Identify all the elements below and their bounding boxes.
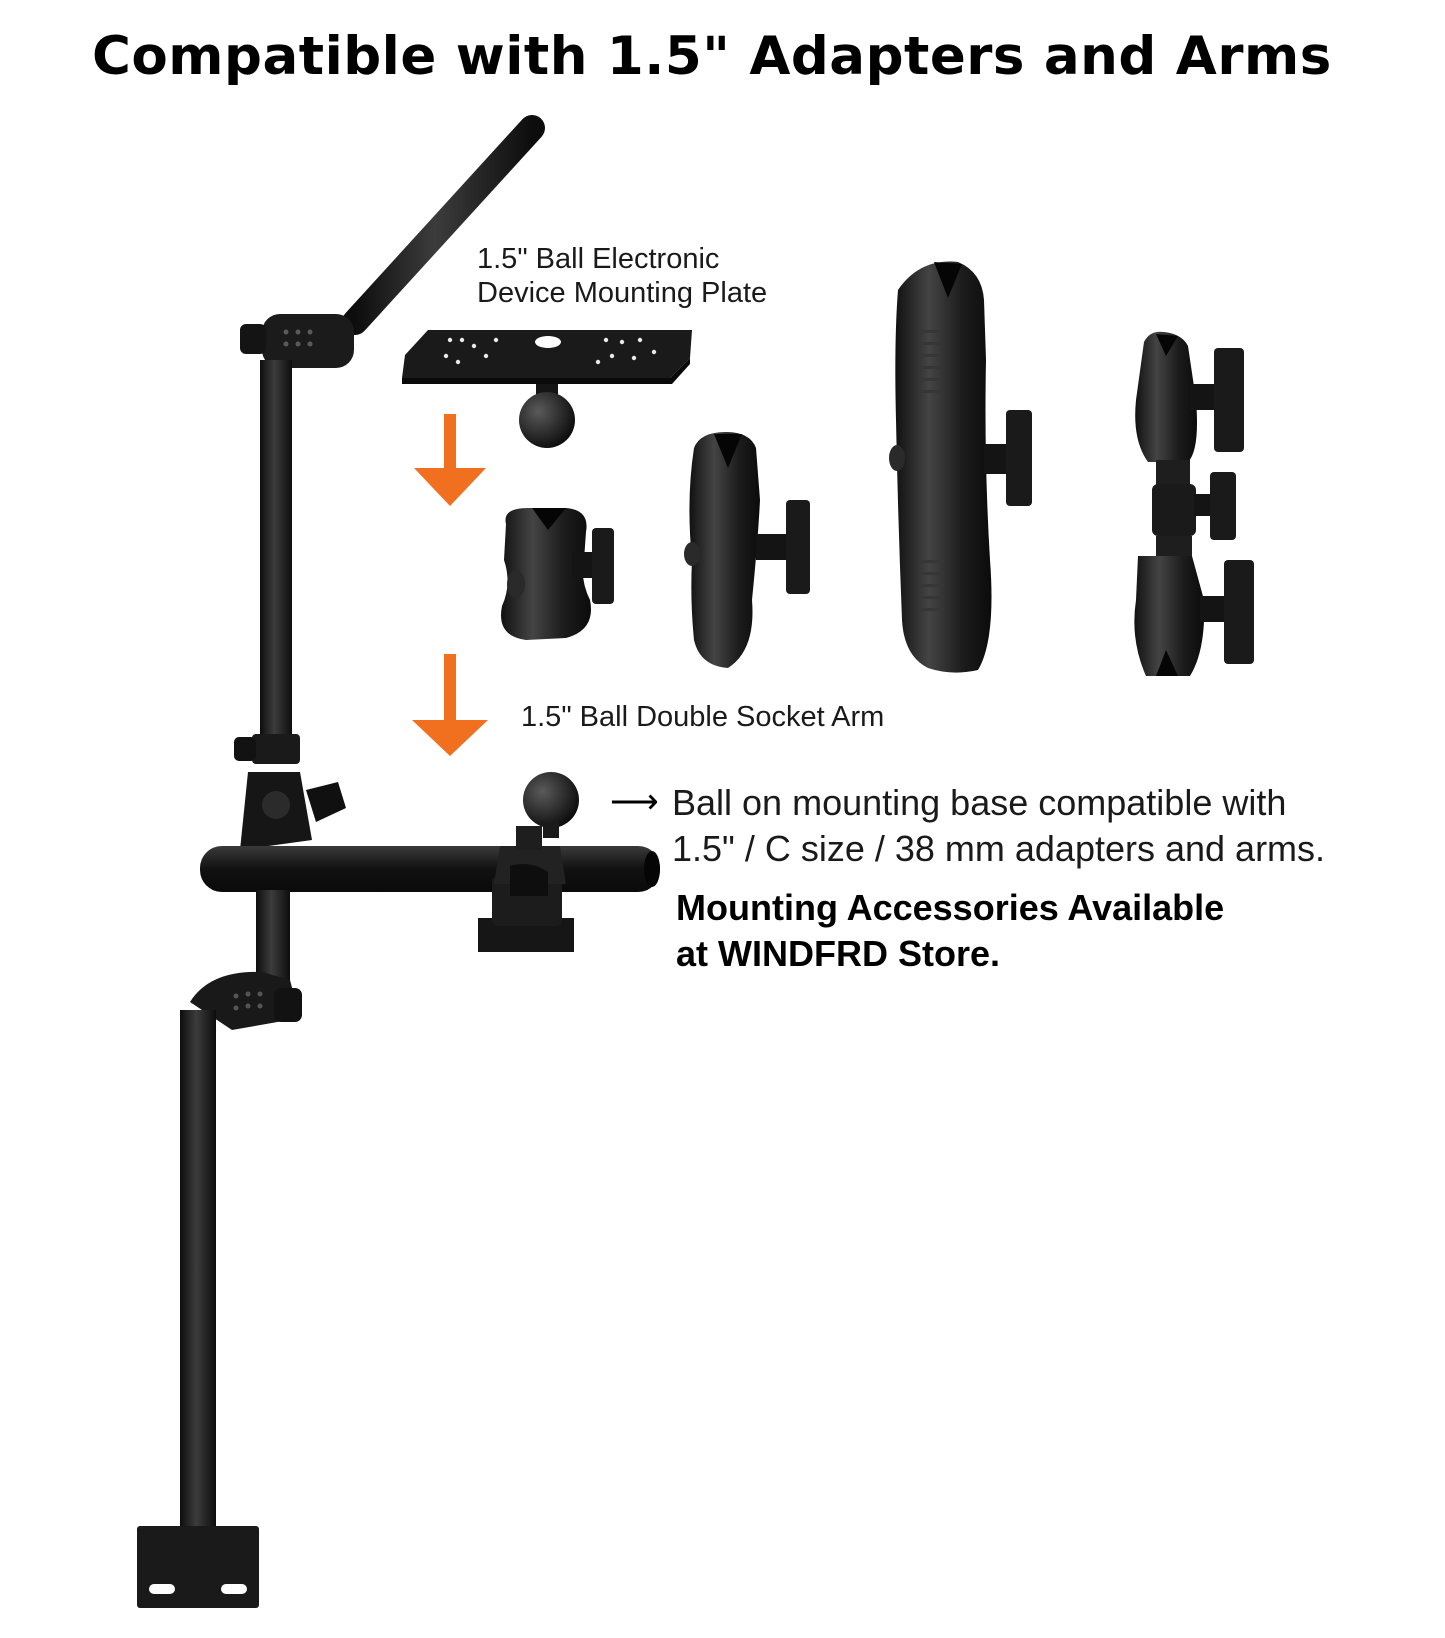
angled-top-rod xyxy=(342,115,545,335)
compatibility-note-line2: 1.5" / C size / 38 mm adapters and arms. xyxy=(672,828,1326,869)
short-socket-arm xyxy=(501,508,614,640)
mounting-plate xyxy=(402,330,692,448)
long-lower-pole xyxy=(180,1010,216,1542)
down-arrow-icon xyxy=(412,654,488,756)
page-title: Compatible with 1.5" Adapters and Arms xyxy=(92,26,1332,87)
right-arrow-icon: ⟶ xyxy=(610,783,659,821)
lower-swivel-joint xyxy=(190,971,300,1030)
compatibility-note-line1: Ball on mounting base compatible with xyxy=(672,782,1287,823)
top-knob xyxy=(240,324,266,354)
base-plate xyxy=(137,1526,259,1608)
middle-knob-right xyxy=(306,782,346,822)
middle-knob-left xyxy=(234,737,256,761)
mounting-plate-label: 1.5" Ball Electronic Device Mounting Pla… xyxy=(477,242,767,310)
compatibility-note: Ball on mounting base compatible with 1.… xyxy=(672,780,1325,872)
mounting-ball xyxy=(523,772,579,828)
store-note-line1: Mounting Accessories Available xyxy=(676,887,1225,928)
lower-short-pole xyxy=(256,890,290,988)
cross-bar xyxy=(200,846,660,892)
ball-mount-base xyxy=(478,772,579,952)
middle-collar xyxy=(252,734,300,764)
mount-stand xyxy=(137,115,660,1608)
double-swivel-arm xyxy=(1134,331,1254,676)
plate-ball xyxy=(519,392,575,448)
store-note-line2: at WINDFRD Store. xyxy=(676,933,1000,974)
medium-socket-arm xyxy=(684,432,810,668)
down-arrow-icon xyxy=(414,414,486,506)
store-note: Mounting Accessories Available at WINDFR… xyxy=(676,885,1224,977)
lower-knob xyxy=(274,988,302,1022)
upper-pole xyxy=(260,360,292,745)
mounting-plate-label-line1: 1.5" Ball Electronic xyxy=(477,243,720,275)
top-swivel-joint xyxy=(262,314,354,368)
mounting-plate-label-line2: Device Mounting Plate xyxy=(477,277,768,309)
double-socket-arm-label: 1.5" Ball Double Socket Arm xyxy=(521,701,885,733)
long-socket-arm xyxy=(889,261,1032,673)
